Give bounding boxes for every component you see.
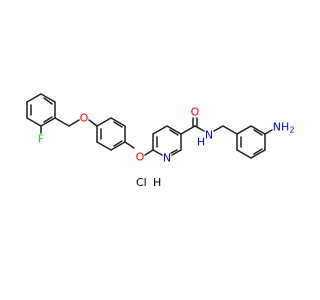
- pyridine-nitrogen-label: N: [163, 152, 171, 165]
- bond: [194, 125, 205, 132]
- bond: [113, 140, 123, 147]
- bond: [180, 125, 196, 135]
- fluorine-label: F: [38, 133, 44, 146]
- bond: [40, 93, 56, 103]
- bond: [110, 117, 126, 127]
- bond: [170, 149, 178, 154]
- bond: [253, 129, 263, 136]
- bonds: [26, 93, 273, 159]
- bond: [144, 149, 154, 156]
- bond: [236, 125, 252, 135]
- amine-label: NH: [273, 121, 290, 134]
- chlorine-label: Cl: [136, 176, 147, 189]
- aryl-ether-oxygen-label: O: [136, 151, 145, 164]
- structure-diagram: F O O O N N H NH 2 Cl H: [26, 93, 295, 189]
- bond: [96, 141, 112, 151]
- bond: [43, 97, 53, 105]
- bond: [88, 119, 98, 127]
- bond: [264, 129, 273, 135]
- bond: [43, 116, 53, 123]
- bond: [152, 149, 163, 156]
- bond: [250, 149, 266, 159]
- bond: [124, 141, 135, 149]
- amide-hydrogen-label: H: [197, 136, 205, 149]
- bond: [169, 129, 179, 136]
- bond: [253, 148, 263, 155]
- bond: [171, 149, 182, 156]
- amine-subscript-label: 2: [289, 126, 294, 135]
- bond: [166, 125, 182, 135]
- bond: [40, 117, 56, 127]
- bond: [213, 125, 224, 132]
- hydrochloride-salt: Cl H: [136, 176, 161, 189]
- carbonyl-oxygen-label: O: [191, 106, 200, 119]
- bond: [110, 141, 126, 151]
- atom-labels: F O O O N N H NH 2: [38, 106, 295, 165]
- bond: [26, 93, 42, 103]
- bond: [96, 117, 112, 127]
- bond: [26, 117, 42, 127]
- amide-nitrogen-label: N: [205, 129, 213, 142]
- bond: [152, 125, 168, 135]
- bond: [113, 121, 123, 128]
- molecule-canvas: F O O O N N H NH 2 Cl H: [26, 93, 295, 189]
- bond: [222, 125, 238, 135]
- bond: [236, 149, 252, 159]
- benzyl-oxygen-label: O: [80, 112, 89, 125]
- bond: [250, 125, 266, 135]
- hydrogen-label: H: [153, 176, 161, 189]
- bond: [54, 117, 70, 127]
- bond: [68, 119, 80, 127]
